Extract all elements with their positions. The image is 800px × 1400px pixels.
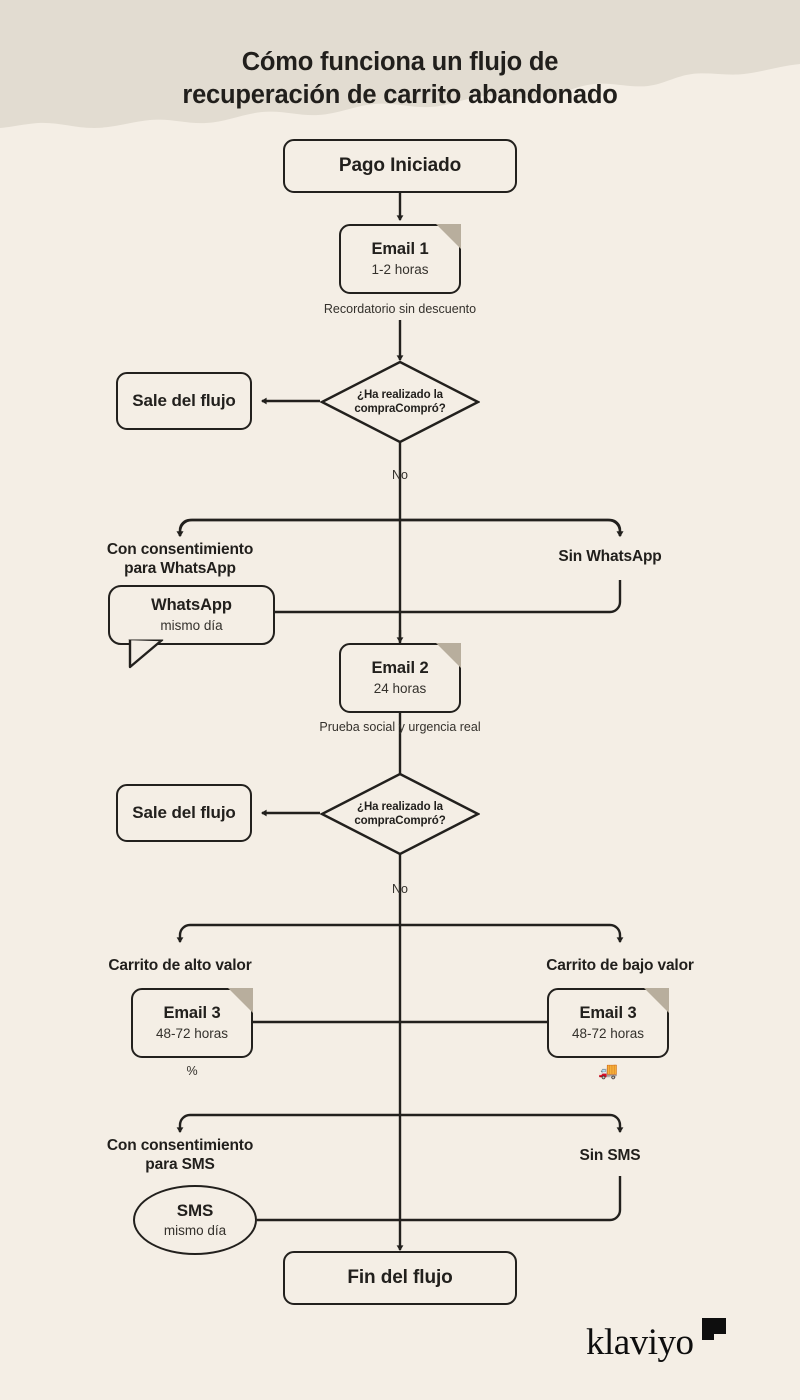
node-timing: 1-2 horas bbox=[371, 261, 429, 277]
node-label: Sale del flujo bbox=[132, 390, 236, 410]
branch-label-con-consentimiento-whatsapp: Con consentimiento para WhatsApp bbox=[60, 541, 300, 579]
edge-split1-left bbox=[176, 518, 193, 538]
branch-label-carrito-alto-valor: Carrito de alto valor bbox=[60, 957, 300, 976]
edge-split1-right bbox=[607, 518, 624, 538]
node-label: Email 3 bbox=[579, 1003, 637, 1022]
edge-split3-right bbox=[400, 1113, 624, 1134]
branch-text: Carrito de bajo valor bbox=[546, 957, 694, 974]
edge-sms-merge bbox=[257, 1176, 622, 1222]
folded-corner-icon bbox=[436, 224, 461, 249]
node-label: Sale del flujo bbox=[132, 802, 236, 822]
node-timing: 24 horas bbox=[373, 680, 427, 696]
node-sale-del-flujo-2[interactable]: Sale del flujo bbox=[116, 784, 252, 842]
node-label: SMS bbox=[176, 1200, 214, 1220]
branch-text: Sin SMS bbox=[579, 1147, 641, 1164]
edge-split2-right bbox=[400, 923, 624, 944]
caption-email-2: Prueba social y urgencia real bbox=[319, 720, 481, 734]
node-timing: 48-72 horas bbox=[571, 1025, 645, 1041]
klaviyo-logo: klaviyo bbox=[586, 1316, 736, 1370]
diamond-shape-icon bbox=[319, 360, 481, 444]
decision-label: ¿Ha realizado la compraCompró? bbox=[354, 800, 446, 827]
folded-corner-icon bbox=[436, 643, 461, 668]
speech-tail-icon bbox=[128, 639, 164, 669]
klaviyo-flag-icon bbox=[702, 1318, 726, 1340]
node-label: Pago Iniciado bbox=[338, 155, 462, 177]
branch-line-1: Con consentimiento bbox=[106, 541, 254, 558]
decision-label: ¿Ha realizado la compraCompró? bbox=[354, 388, 446, 415]
branch-line-2: para SMS bbox=[145, 1155, 215, 1173]
node-decision-1[interactable]: ¿Ha realizado la compraCompró? bbox=[319, 360, 481, 444]
node-label: Email 3 bbox=[163, 1003, 221, 1022]
folded-corner-icon bbox=[228, 988, 253, 1013]
title-line-1: Cómo funciona un flujo de bbox=[241, 48, 559, 76]
edge-whatsapp-merge bbox=[275, 580, 622, 614]
node-fin-del-flujo[interactable]: Fin del flujo bbox=[283, 1251, 517, 1305]
node-label: Email 1 bbox=[371, 239, 429, 258]
branch-line-1: Con consentimiento bbox=[106, 1137, 254, 1154]
branch-line-2: para WhatsApp bbox=[124, 559, 236, 577]
node-timing: mismo día bbox=[163, 1223, 227, 1239]
node-email-3-bajo-valor[interactable]: Email 3 48-72 horas bbox=[547, 988, 669, 1058]
node-whatsapp[interactable]: WhatsApp mismo día bbox=[108, 585, 275, 669]
node-label: Email 2 bbox=[371, 658, 429, 677]
branch-text: Sin WhatsApp bbox=[558, 548, 662, 565]
edge-split3-left bbox=[176, 1113, 400, 1134]
node-label: Fin del flujo bbox=[347, 1267, 453, 1289]
folded-corner-icon bbox=[644, 988, 669, 1013]
klaviyo-wordmark: klaviyo bbox=[586, 1322, 694, 1363]
edge-label-no-2: No bbox=[392, 882, 408, 896]
title-line-2: recuperación de carrito abandonado bbox=[182, 80, 618, 109]
branch-label-carrito-bajo-valor: Carrito de bajo valor bbox=[500, 957, 740, 976]
node-email-1[interactable]: Email 1 1-2 horas bbox=[339, 224, 461, 294]
caption-email-3-bajo-valor: 🚚 bbox=[598, 1063, 618, 1080]
branch-label-con-consentimiento-sms: Con consentimiento para SMS bbox=[60, 1137, 300, 1175]
node-pago-iniciado[interactable]: Pago Iniciado bbox=[283, 139, 517, 193]
edge-split2-left bbox=[176, 923, 400, 944]
branch-label-sin-sms: Sin SMS bbox=[520, 1147, 700, 1166]
diamond-shape-icon bbox=[319, 772, 481, 856]
node-email-3-alto-valor[interactable]: Email 3 48-72 horas bbox=[131, 988, 253, 1058]
node-sale-del-flujo-1[interactable]: Sale del flujo bbox=[116, 372, 252, 430]
branch-label-sin-whatsapp: Sin WhatsApp bbox=[510, 548, 710, 567]
node-sms[interactable]: SMS mismo día bbox=[133, 1185, 257, 1255]
edge-label-no-1: No bbox=[392, 468, 408, 482]
node-timing: 48-72 horas bbox=[155, 1025, 229, 1041]
node-decision-2[interactable]: ¿Ha realizado la compraCompró? bbox=[319, 772, 481, 856]
node-timing: mismo día bbox=[160, 617, 223, 633]
caption-email-1: Recordatorio sin descuento bbox=[323, 302, 477, 316]
node-email-2[interactable]: Email 2 24 horas bbox=[339, 643, 461, 713]
node-label: WhatsApp bbox=[151, 595, 232, 614]
caption-email-3-alto-valor: % bbox=[186, 1064, 198, 1078]
branch-text: Carrito de alto valor bbox=[108, 957, 252, 974]
edge-split1-left-elbow bbox=[176, 518, 400, 538]
page-title: Cómo funciona un flujo de recuperación d… bbox=[0, 46, 800, 111]
edge-split1-right-elbow bbox=[400, 518, 624, 538]
